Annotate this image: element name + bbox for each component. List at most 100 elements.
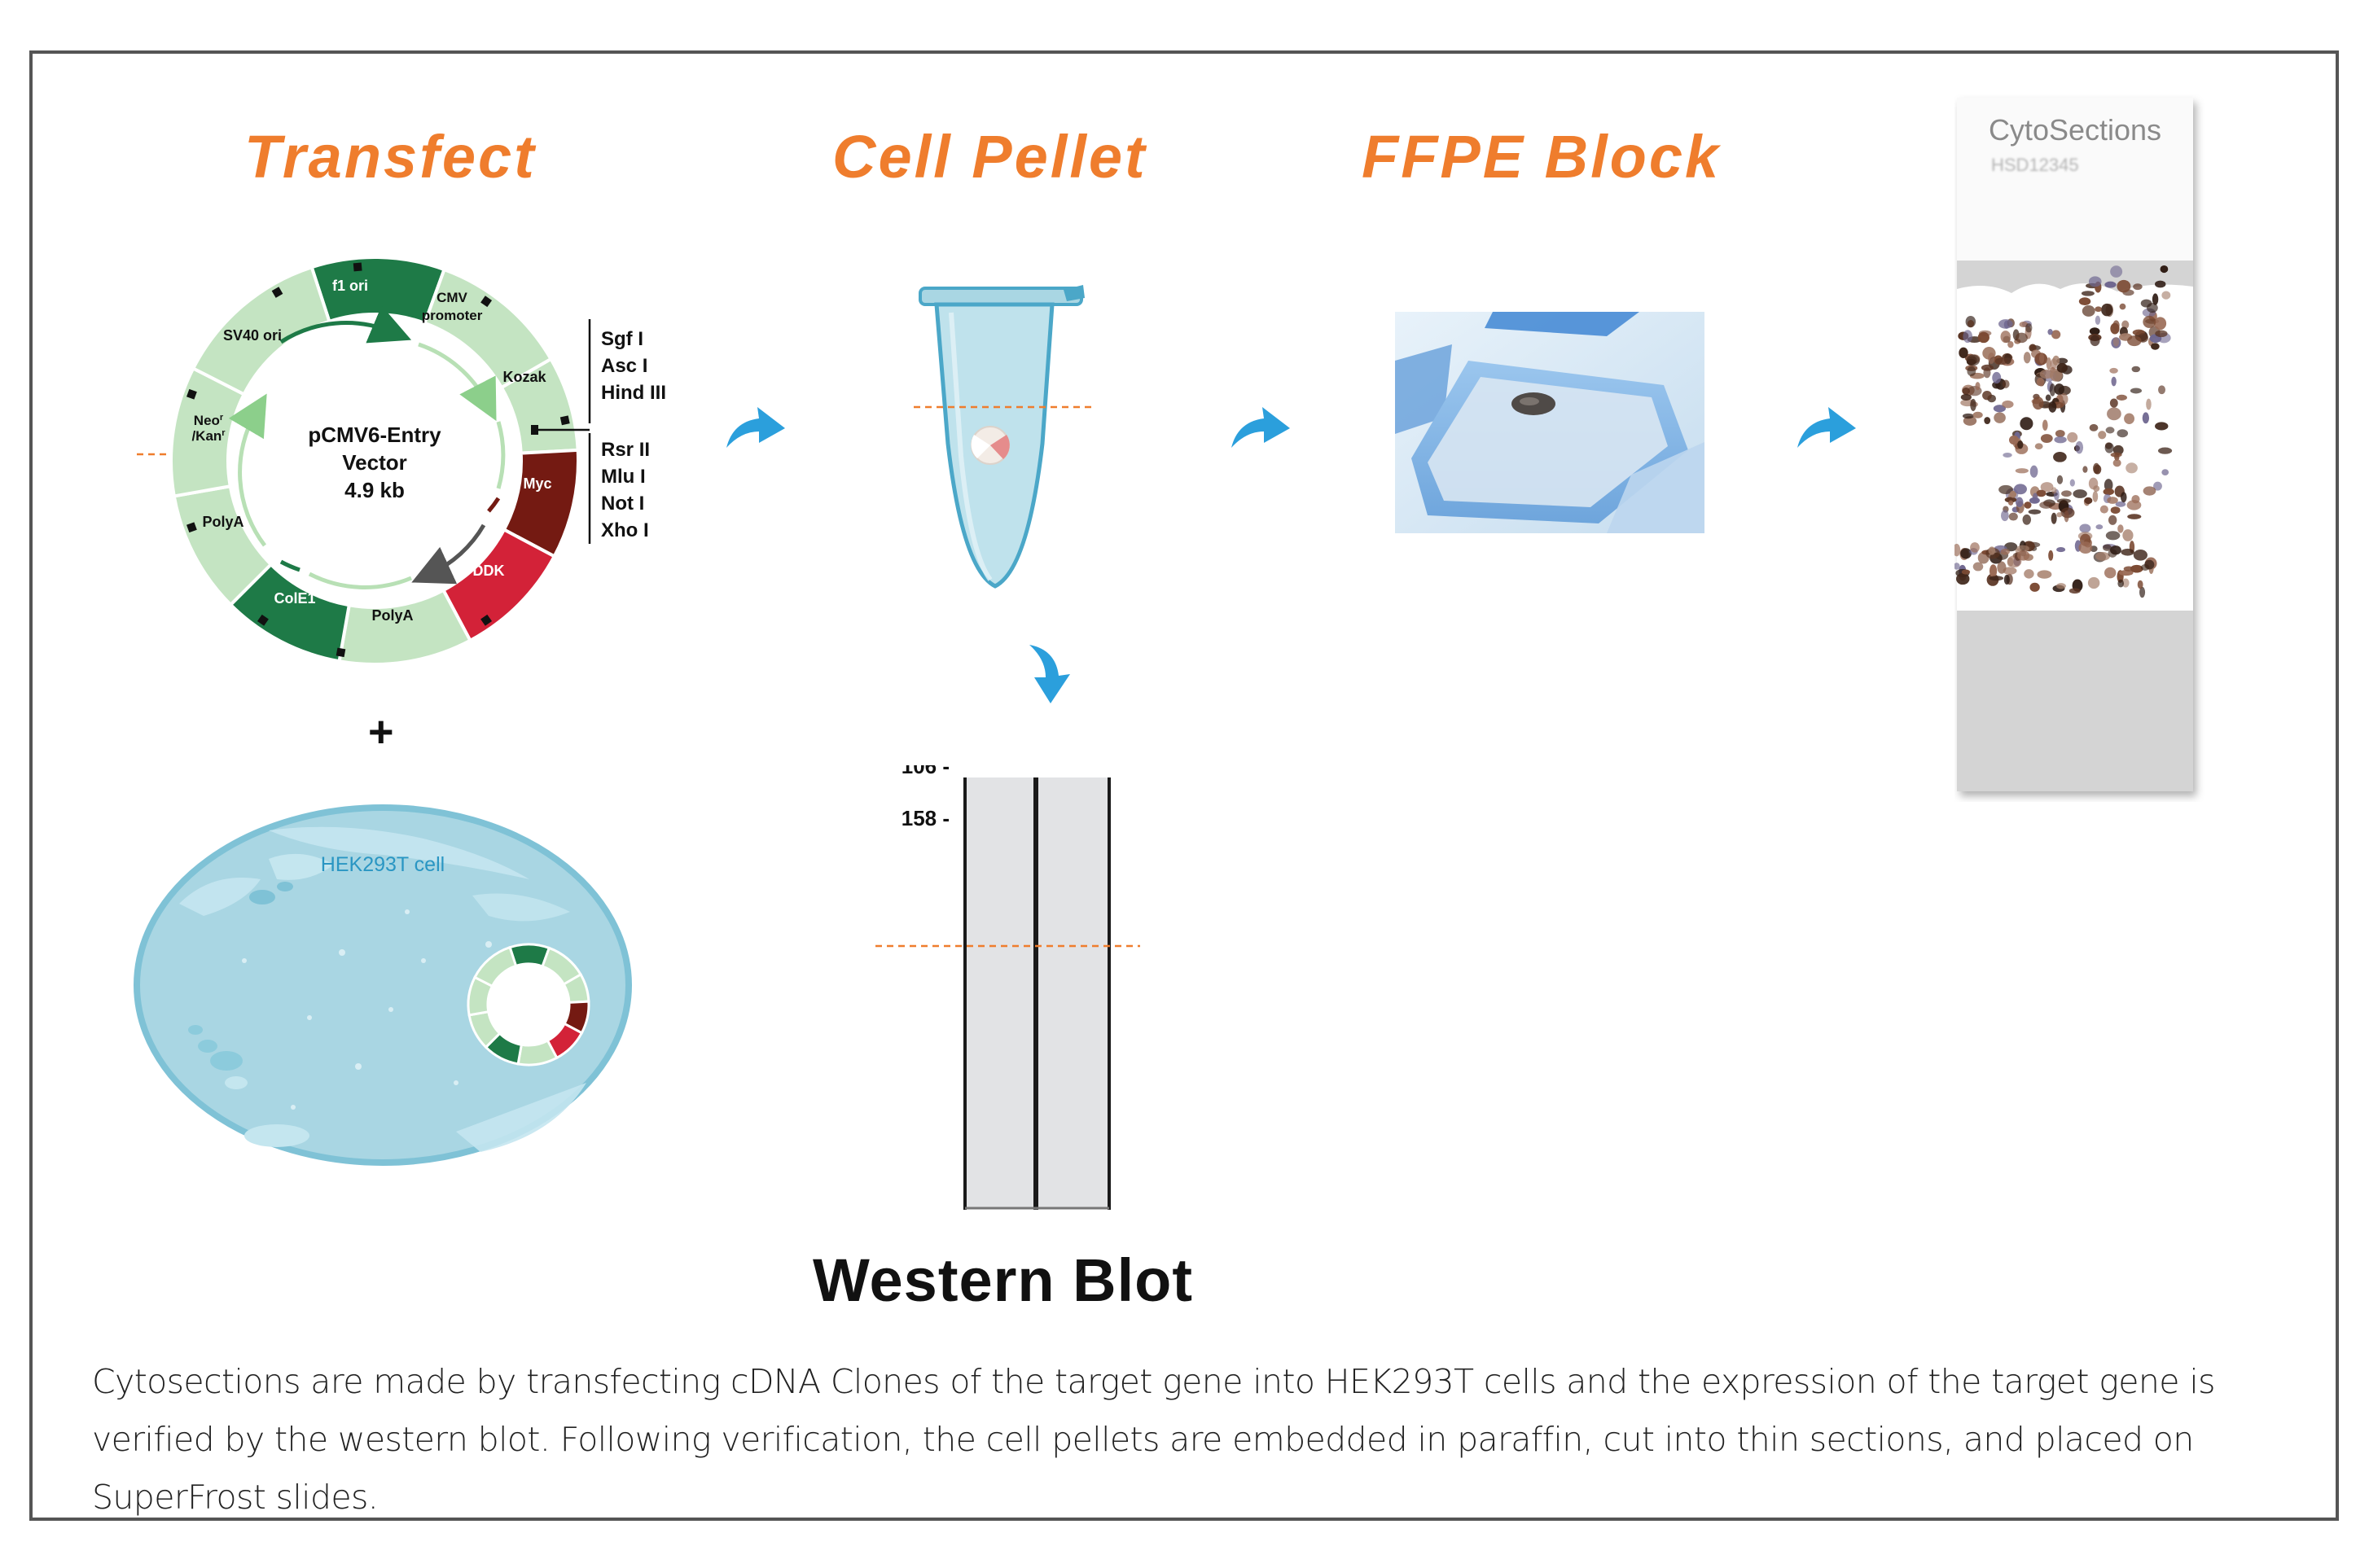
stained-cell	[1970, 398, 1976, 412]
segment-ddk: DDK	[473, 563, 505, 579]
arrow-pellet-to-western-blot	[1029, 645, 1070, 703]
stained-cell	[2111, 376, 2117, 387]
stained-cell	[2105, 531, 2121, 541]
stained-cell	[1982, 391, 1992, 401]
segment-f1-ori: f1 ori	[332, 278, 368, 294]
stained-cell	[2003, 452, 2012, 458]
stained-cell	[2052, 355, 2060, 366]
stained-cell	[2152, 293, 2159, 305]
stained-cell	[2078, 297, 2091, 306]
stained-cell	[2015, 332, 2028, 344]
stained-cell	[2108, 515, 2117, 525]
slide-brand: CytoSections	[1989, 113, 2161, 147]
stained-cell	[2082, 305, 2095, 317]
stained-cell	[2017, 440, 2024, 449]
stained-cell	[2127, 514, 2142, 519]
stained-cell	[2110, 545, 2121, 555]
stained-cell	[2151, 343, 2160, 350]
stained-cell	[1998, 319, 2013, 329]
stained-cell	[2000, 331, 2011, 344]
stained-cell	[2008, 512, 2018, 521]
stained-cell	[2029, 582, 2040, 592]
stained-cell	[2098, 431, 2107, 440]
stained-cell	[2000, 548, 2010, 555]
stained-cell	[2056, 498, 2071, 504]
stained-cell	[2147, 302, 2158, 313]
stained-cell	[2046, 357, 2051, 370]
stained-cell	[2024, 501, 2032, 509]
stained-cell	[2039, 353, 2045, 364]
segment-kan: /Kanr	[191, 428, 226, 444]
stained-cell	[1998, 484, 2013, 495]
stained-cell	[2110, 506, 2121, 515]
stained-cell	[2112, 337, 2120, 347]
restriction-site: Not I	[601, 493, 644, 515]
stained-cell	[2003, 567, 2017, 575]
restriction-site: Hind III	[601, 382, 666, 404]
stained-cell	[1960, 548, 1972, 559]
blot-lane-sample	[1037, 777, 1108, 1209]
stained-cell	[2082, 466, 2088, 473]
stained-cell	[2056, 363, 2068, 373]
stained-cell	[2161, 291, 2171, 300]
stained-cell	[1993, 405, 2007, 413]
segment-neo: Neor	[194, 413, 224, 428]
stained-cell	[2087, 576, 2100, 589]
stained-cell	[2126, 462, 2138, 474]
stained-cell	[2121, 320, 2130, 330]
plasmid-ring	[169, 256, 580, 666]
ffpe-block-photo	[1395, 312, 1704, 533]
restriction-site: Mlu I	[601, 466, 646, 488]
stained-cell	[2126, 500, 2142, 510]
stained-cell	[2045, 394, 2051, 401]
cell-label: HEK293T cell	[321, 853, 445, 876]
stained-cell	[2051, 487, 2057, 494]
stained-cell	[1984, 417, 1991, 425]
stained-cell	[2023, 352, 2031, 364]
stained-cell	[2139, 586, 2146, 598]
stained-cell	[2109, 367, 2118, 374]
stained-cell	[2037, 570, 2052, 579]
stained-cell	[2051, 330, 2061, 339]
mini-segment-sv40	[473, 945, 518, 988]
blot-marker-labels: 158 -106 -79 -48 -35 -23 -	[902, 765, 950, 830]
stained-cell	[2107, 407, 2121, 421]
stained-cell	[1988, 353, 1995, 365]
stained-cell	[2054, 383, 2064, 396]
stained-cell	[2118, 570, 2134, 576]
stained-cell	[2160, 265, 2169, 274]
stage-title-ffpe-block: FFPE Block	[1362, 123, 1722, 191]
stained-cell	[2015, 497, 2024, 507]
stained-cell	[2067, 431, 2078, 443]
plasmid-segment-sv40	[191, 265, 331, 396]
stained-cell	[2051, 512, 2057, 524]
stained-cell	[2073, 489, 2087, 498]
stained-cell	[2015, 468, 2029, 474]
restriction-site: Xho I	[601, 519, 649, 541]
stained-cell	[2105, 427, 2115, 434]
stained-cell	[1972, 411, 1983, 418]
stained-cell	[2056, 512, 2063, 518]
stained-cell	[2002, 400, 2014, 409]
stained-cell	[2007, 340, 2014, 348]
diagram-frame	[29, 50, 2339, 1521]
stained-cell	[2039, 369, 2054, 379]
segment-kozak: Kozak	[502, 369, 546, 385]
superfrost-slide: CytoSections HSD12345	[1954, 98, 2193, 791]
stained-cell	[2034, 443, 2043, 450]
stained-cell	[2001, 510, 2009, 522]
stained-cell	[2154, 317, 2167, 331]
stained-cell	[2123, 566, 2134, 572]
stained-cell	[2119, 303, 2126, 310]
stained-cell	[2049, 383, 2055, 396]
stained-cell	[2040, 434, 2053, 444]
stained-cell	[1960, 393, 1972, 401]
stained-cell	[2022, 514, 2031, 525]
stained-cell	[2029, 465, 2038, 478]
stained-cell	[2112, 459, 2121, 467]
stained-cell	[2133, 550, 2147, 561]
stained-cell	[2024, 569, 2034, 579]
stained-cell	[2143, 315, 2156, 328]
